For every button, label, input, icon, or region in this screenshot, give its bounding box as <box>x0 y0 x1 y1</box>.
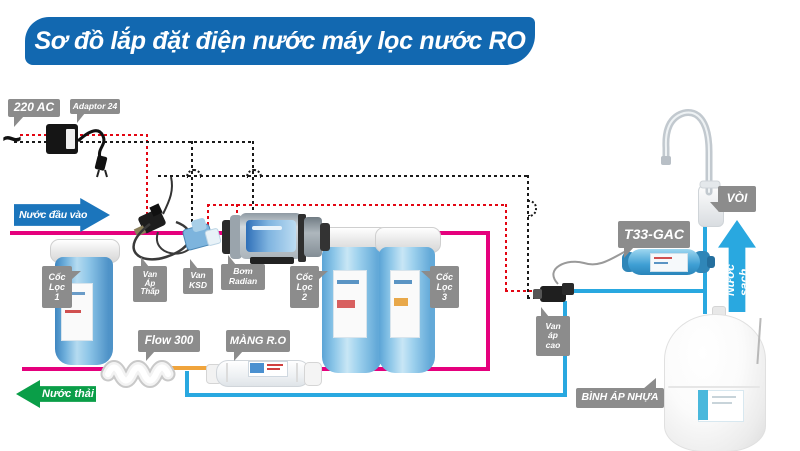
input-arrow-label: Nước đầu vào <box>19 209 88 221</box>
label-high-pressure-valve: Van áp cao <box>536 307 570 356</box>
wire-red <box>505 290 547 292</box>
wire-black <box>158 175 530 177</box>
label-filter-3: Cốc Lọc 3 <box>421 266 459 308</box>
clean-line-bottom <box>185 393 567 397</box>
label-low-pressure-valve: Van Áp Thấp <box>133 257 167 302</box>
waste-water-line <box>22 367 110 371</box>
wire-red <box>207 204 209 228</box>
wire-red <box>236 204 238 222</box>
input-water-line-drop <box>486 231 490 371</box>
wire-red <box>207 204 507 206</box>
wire-hop <box>528 200 537 217</box>
label-ksd-valve: Van KSD <box>183 259 213 294</box>
wire-hop <box>186 169 202 178</box>
wire-red <box>505 204 507 292</box>
wire-black <box>191 141 193 225</box>
ac-tilde-symbol: ~ <box>2 120 22 158</box>
clean-line-mid <box>567 289 707 293</box>
wire-black <box>527 175 529 299</box>
wire-red <box>146 134 148 214</box>
label-filter-2: Cốc Lọc 2 <box>290 266 328 308</box>
label-tank: BÌNH ÁP NHỰA <box>576 378 664 408</box>
label-filter-1: Cốc Lọc 1 <box>42 266 81 308</box>
label-t33-gac: T33-GAC <box>618 221 690 258</box>
label-flow-restrictor: Flow 300 <box>138 330 200 361</box>
wire-black <box>14 141 254 143</box>
flow-restrictor-line <box>160 366 220 370</box>
label-220ac: 220 AC <box>8 99 60 127</box>
power-adaptor-label-stripe <box>66 129 75 149</box>
title-banner: Sơ đồ lắp đặt điện nước máy lọc nước RO <box>25 17 535 65</box>
page-title: Sơ đồ lắp đặt điện nước máy lọc nước RO <box>34 26 526 55</box>
wire-black <box>252 141 254 217</box>
label-faucet: VÒI <box>710 186 756 212</box>
label-adaptor: Adaptor 24 <box>70 99 120 123</box>
label-ro-membrane: MÀNG R.O <box>226 330 290 361</box>
label-pump: Bơm Radian <box>221 255 265 290</box>
waste-arrow-label: Nước thải <box>42 388 94 400</box>
clean-line-drop <box>185 371 189 397</box>
wire-hop <box>246 169 262 178</box>
